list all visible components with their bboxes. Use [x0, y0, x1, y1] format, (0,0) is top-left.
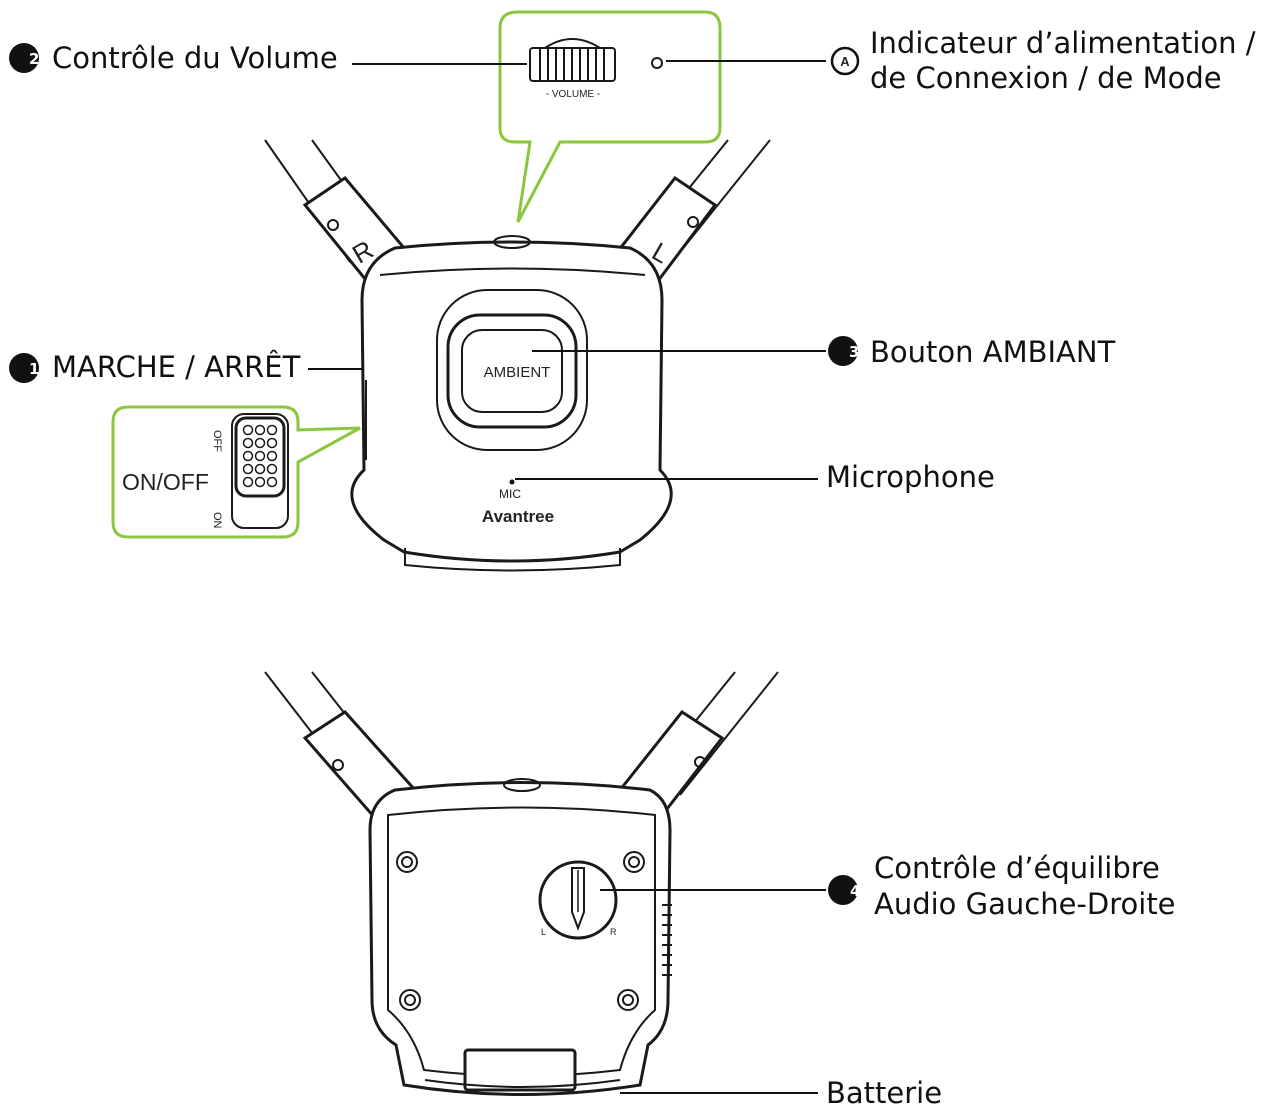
- callout-power-indicator-line1: Indicateur d’alimentation /: [870, 26, 1256, 60]
- callout-balance-number: 4: [850, 882, 860, 900]
- switch-label: ON/OFF: [122, 469, 209, 495]
- balance-right-mark: R: [610, 927, 617, 937]
- volume-mark: - VOLUME -: [546, 89, 600, 100]
- screws: [396, 851, 645, 1011]
- callout-power-switch-text: MARCHE / ARRÊT: [52, 350, 301, 384]
- callout-volume: 2 Contrôle du Volume: [9, 41, 527, 75]
- back-housing: [368, 781, 672, 1096]
- callout-power-indicator-line2: de Connexion / de Mode: [870, 61, 1222, 95]
- switch-callout-bubble: OFF ON ON/OFF: [111, 405, 361, 539]
- mic-hole: [509, 479, 515, 485]
- ambient-button-text: AMBIENT: [484, 364, 551, 381]
- power-switch-track: [231, 413, 289, 529]
- battery-door[interactable]: [463, 1048, 577, 1092]
- power-switch-slider[interactable]: [234, 416, 286, 498]
- ambient-button[interactable]: [446, 313, 578, 429]
- callout-power-indicator: A Indicateur d’alimentation / de Connexi…: [666, 26, 1256, 95]
- callout-microphone-text: Microphone: [826, 460, 995, 494]
- switch-off-mark: OFF: [211, 430, 223, 452]
- back-view: L R: [264, 671, 779, 1096]
- power-indicator-led: [651, 57, 663, 69]
- callout-balance-line1: Contrôle d’équilibre: [874, 851, 1160, 885]
- switch-on-mark: ON: [211, 512, 223, 529]
- callout-ambient-number: 3: [849, 343, 859, 361]
- callout-ambient-text: Bouton AMBIANT: [870, 335, 1116, 369]
- volume-callout-bubble: - VOLUME -: [498, 10, 722, 223]
- callout-battery: Batterie: [620, 1076, 942, 1110]
- callout-volume-text: Contrôle du Volume: [52, 41, 338, 75]
- front-view: R L AMBIENT MIC Avantree: [264, 139, 771, 572]
- callout-battery-text: Batterie: [826, 1076, 942, 1110]
- ambient-button-ring: [436, 289, 588, 451]
- callout-power-switch: 1 MARCHE / ARRÊT: [9, 350, 364, 384]
- balance-left-mark: L: [541, 927, 546, 937]
- brand-logo: Avantree: [482, 507, 554, 526]
- mic-mark: MIC: [499, 487, 521, 501]
- callout-balance: 4 Contrôle d’équilibre Audio Gauche-Droi…: [600, 851, 1176, 921]
- callout-balance-line2: Audio Gauche-Droite: [874, 887, 1176, 921]
- callout-power-indicator-letter: A: [840, 54, 850, 69]
- callout-volume-number: 2: [29, 50, 39, 68]
- callout-microphone: Microphone: [515, 460, 995, 494]
- callout-power-switch-number: 1: [29, 360, 39, 378]
- callout-ambient: 3 Bouton AMBIANT: [532, 335, 1116, 369]
